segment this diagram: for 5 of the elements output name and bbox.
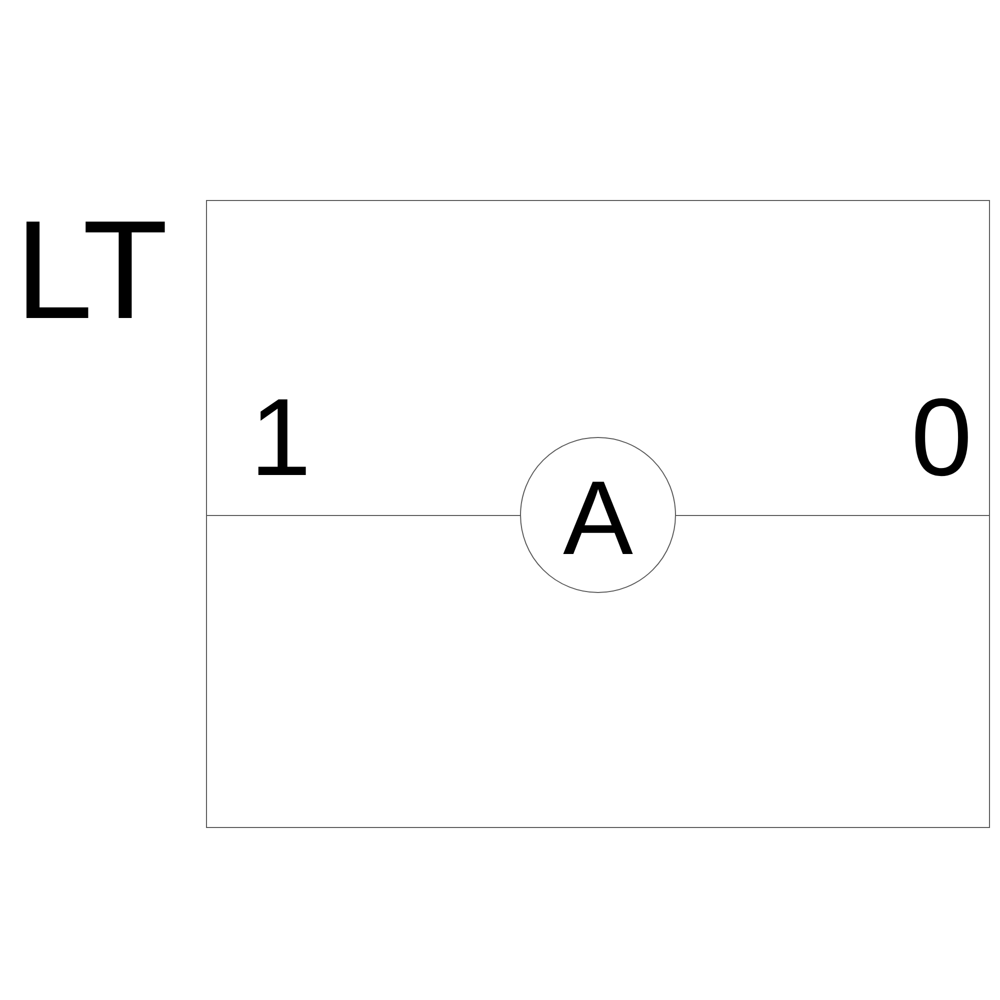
symbol-letter: A <box>562 466 634 570</box>
symbol-label: LT <box>15 200 168 340</box>
position-label: 1 <box>250 383 312 493</box>
frame-box <box>206 200 990 828</box>
position-label: 0 <box>911 383 972 493</box>
